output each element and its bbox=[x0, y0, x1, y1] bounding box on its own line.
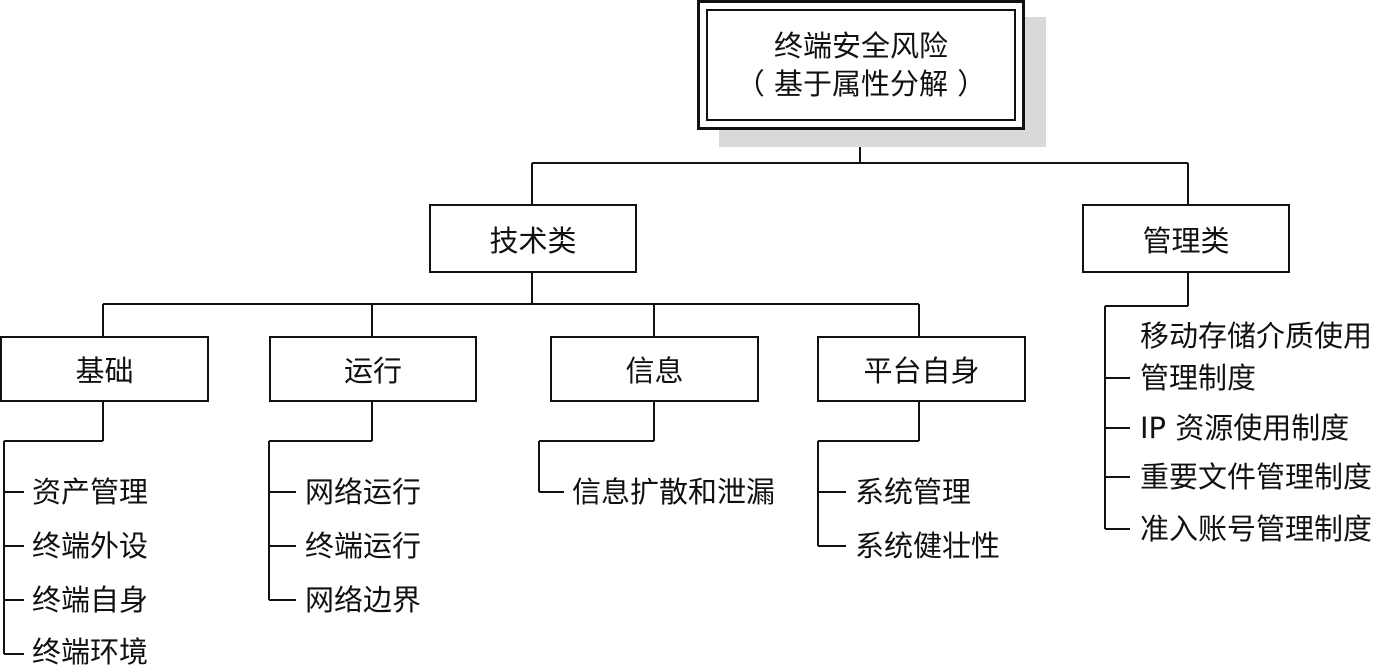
node-technical-label: 技术类 bbox=[489, 223, 577, 258]
leaf-operation-2: 终端运行 bbox=[305, 529, 422, 563]
root-title-line1: 终端安全风险 bbox=[773, 29, 948, 63]
leaf-management-1b: 管理制度 bbox=[1140, 361, 1257, 395]
leaf-platform-2: 系统健壮性 bbox=[855, 529, 1001, 563]
leaf-foundation-4: 终端环境 bbox=[32, 635, 149, 669]
root-title-line2: （ 基于属性分解 ） bbox=[735, 67, 987, 101]
leaf-management-2: IP 资源使用制度 bbox=[1140, 411, 1350, 445]
node-operation: 运行 bbox=[269, 336, 477, 402]
node-foundation: 基础 bbox=[0, 336, 209, 402]
node-management: 管理类 bbox=[1082, 204, 1290, 273]
node-information: 信息 bbox=[550, 336, 759, 402]
leaf-operation-1: 网络运行 bbox=[305, 475, 422, 509]
node-foundation-label: 基础 bbox=[75, 354, 134, 388]
root-node: 终端安全风险 （ 基于属性分解 ） bbox=[697, 0, 1025, 130]
leaf-management-1a: 移动存储介质使用 bbox=[1140, 319, 1373, 353]
node-management-label: 管理类 bbox=[1142, 223, 1230, 258]
node-operation-label: 运行 bbox=[343, 354, 402, 388]
leaf-foundation-3: 终端自身 bbox=[32, 583, 149, 617]
leaf-management-4: 准入账号管理制度 bbox=[1140, 512, 1373, 546]
leaf-foundation-2: 终端外设 bbox=[32, 529, 149, 563]
node-technical: 技术类 bbox=[429, 204, 637, 273]
leaf-foundation-1: 资产管理 bbox=[32, 475, 149, 509]
leaf-operation-3: 网络边界 bbox=[305, 583, 422, 617]
leaf-platform-1: 系统管理 bbox=[855, 475, 972, 509]
node-platform: 平台自身 bbox=[817, 336, 1026, 402]
node-information-label: 信息 bbox=[625, 354, 684, 388]
node-platform-label: 平台自身 bbox=[863, 354, 980, 388]
leaf-management-3: 重要文件管理制度 bbox=[1140, 460, 1373, 494]
leaf-information-1: 信息扩散和泄漏 bbox=[572, 475, 776, 509]
root-node-inner: 终端安全风险 （ 基于属性分解 ） bbox=[706, 9, 1016, 121]
